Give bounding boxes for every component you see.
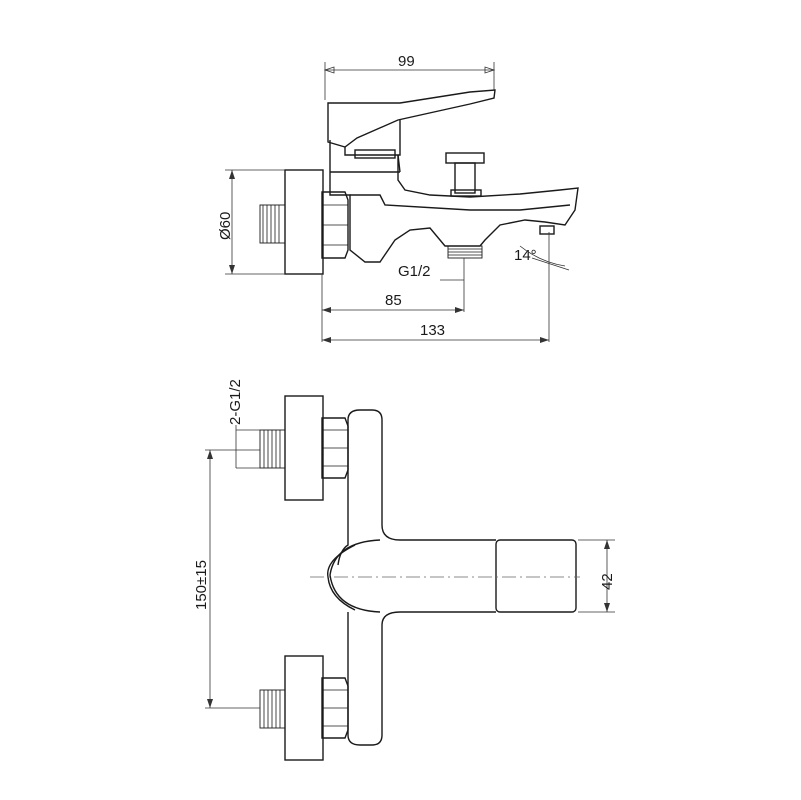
lower-inlet-thread [259, 689, 286, 729]
dim-42-label: 42 [599, 573, 616, 590]
dim-99 [323, 62, 496, 100]
diverter-knob [445, 152, 485, 164]
inlet-thread-side [259, 204, 286, 244]
inlet-thread-label: 2-G1/2 [227, 379, 244, 425]
front-body [337, 409, 496, 746]
angle-label: 14° [514, 247, 537, 264]
upper-flange [284, 395, 324, 501]
dim-centers-label: 150±15 [193, 560, 210, 610]
handle-cap [329, 539, 381, 613]
dim-diameter-label: Ø60 [217, 212, 234, 240]
side-view: 99 [217, 53, 579, 343]
handle-block [495, 539, 577, 613]
outlet-thread [447, 245, 483, 259]
dim-99-label: 99 [398, 53, 415, 70]
upper-inlet-thread [259, 429, 286, 469]
dim-133-label: 133 [420, 322, 445, 339]
dim-85-label: 85 [385, 292, 402, 309]
front-view: 42 150±15 2-G1/2 [193, 379, 616, 761]
outlet-thread-label: G1/2 [398, 263, 431, 280]
wall-flange [284, 169, 324, 275]
handle-lever [327, 89, 496, 148]
lower-flange [284, 655, 324, 761]
